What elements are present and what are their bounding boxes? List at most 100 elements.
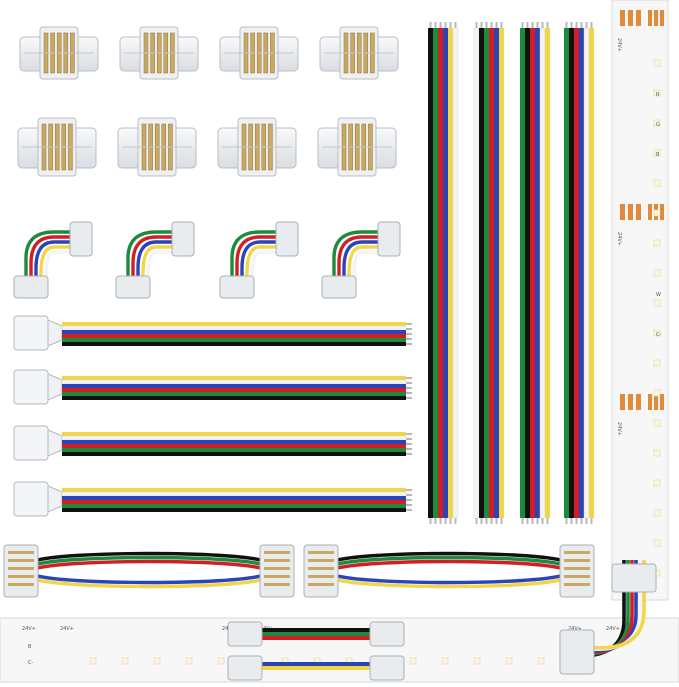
corner-wire (342, 240, 396, 298)
clip-connector-group (17, 26, 399, 177)
flat-pin-bottom (521, 518, 524, 524)
strip-pad (654, 10, 658, 26)
corner-wire (146, 250, 190, 298)
clip-connector (219, 26, 299, 80)
flat-pin-bottom (590, 518, 593, 524)
cable-plug-neck (47, 429, 63, 457)
cable-pin (406, 494, 412, 496)
corner-wire (39, 245, 88, 298)
flat-pin-bottom (454, 518, 457, 524)
flat-wire (433, 28, 438, 518)
cable-pin (406, 382, 412, 384)
strip-label: C- (28, 660, 33, 666)
flat-wire (448, 28, 453, 518)
strip-led (653, 329, 661, 337)
jumper-clip-pin (8, 567, 34, 570)
flat-wire (428, 28, 433, 518)
flat-pin-top (570, 22, 573, 28)
flat-pin-bottom (434, 518, 437, 524)
jumper-clip-pin (8, 551, 34, 554)
flat-pin-bottom (475, 518, 478, 524)
jumper-clip-pin (264, 583, 290, 586)
cable-plug-neck (47, 319, 63, 347)
flat-pin-bottom (546, 518, 549, 524)
cable-pin (406, 397, 412, 399)
jumper-wire (333, 577, 565, 589)
cable-wire (62, 388, 406, 392)
flat-pin-top (565, 22, 568, 28)
strip-bridge (227, 621, 405, 681)
strip-label: C- (656, 332, 661, 338)
bridge-wire (262, 636, 370, 640)
jumper-clip-pin (564, 583, 590, 586)
jumper-wire (333, 573, 565, 585)
flat-pin-top (585, 22, 588, 28)
flat-pin-top (590, 22, 593, 28)
cable-pin (406, 509, 412, 511)
jumper-clip-pin (564, 575, 590, 578)
cable-pin (406, 333, 412, 335)
strip-pad (628, 10, 633, 26)
flat-pin-top (580, 22, 583, 28)
clip-connector (217, 117, 297, 177)
clip-connector (317, 117, 397, 177)
extension-cable (13, 481, 412, 517)
flat-wire (489, 28, 494, 518)
cable-wire (62, 322, 406, 326)
corner-wire (136, 240, 190, 298)
jumper-clip-pin (308, 583, 334, 586)
corner-clip-bottom (321, 275, 357, 299)
flat-pin-bottom (570, 518, 573, 524)
flat-pin-bottom (536, 518, 539, 524)
jumper-wire (33, 559, 265, 571)
flat-pin-bottom (449, 518, 452, 524)
flat-pin-top (546, 22, 549, 28)
jumper-clip-pin (8, 583, 34, 586)
corner-wire (332, 230, 396, 298)
cable-wire (62, 330, 406, 334)
strip-label-positive: 24V+ (616, 422, 622, 436)
strip-pad (660, 204, 664, 220)
cable-pin (406, 392, 412, 394)
cable-wire (62, 432, 406, 436)
corner-connector (115, 221, 195, 299)
strip-led (653, 89, 661, 97)
flat-wire (535, 28, 540, 518)
cable-wire (61, 325, 407, 331)
bridge-clip (227, 621, 263, 647)
flat-wire (520, 28, 525, 518)
jumper-clip-pin (564, 559, 590, 562)
corner-wire (44, 250, 88, 298)
flat-pin-bottom (429, 518, 432, 524)
flat-pin-bottom (500, 518, 503, 524)
flat-pin-bottom (580, 518, 583, 524)
flat-wire (479, 28, 484, 518)
strip-led (217, 657, 225, 665)
bridge-wire (262, 662, 370, 666)
jumper-wire (333, 551, 565, 563)
cable-pin (406, 343, 412, 345)
jumper-clip-pin (264, 567, 290, 570)
cable-pin (406, 338, 412, 340)
flat-wire (473, 27, 480, 519)
cable-wire (62, 334, 406, 338)
extension-cable-group (13, 315, 412, 517)
strip-corner-bridge (559, 560, 657, 675)
flat-cable (428, 22, 459, 524)
corner-wire (131, 235, 190, 298)
cable-pin (406, 489, 412, 491)
flat-wire (452, 27, 459, 519)
jumper-wire (33, 555, 265, 567)
strip-label: G (656, 122, 660, 128)
flat-wire (564, 28, 569, 518)
corner-clip-bottom (13, 275, 49, 299)
strip-led (153, 657, 161, 665)
cable-wire (62, 342, 406, 346)
strip-led (121, 657, 129, 665)
jumper-clip-pin (264, 559, 290, 562)
cable-wire (62, 338, 406, 342)
cable-plug (13, 369, 49, 405)
cable-wire (62, 500, 406, 504)
bridge-clip (369, 621, 405, 647)
